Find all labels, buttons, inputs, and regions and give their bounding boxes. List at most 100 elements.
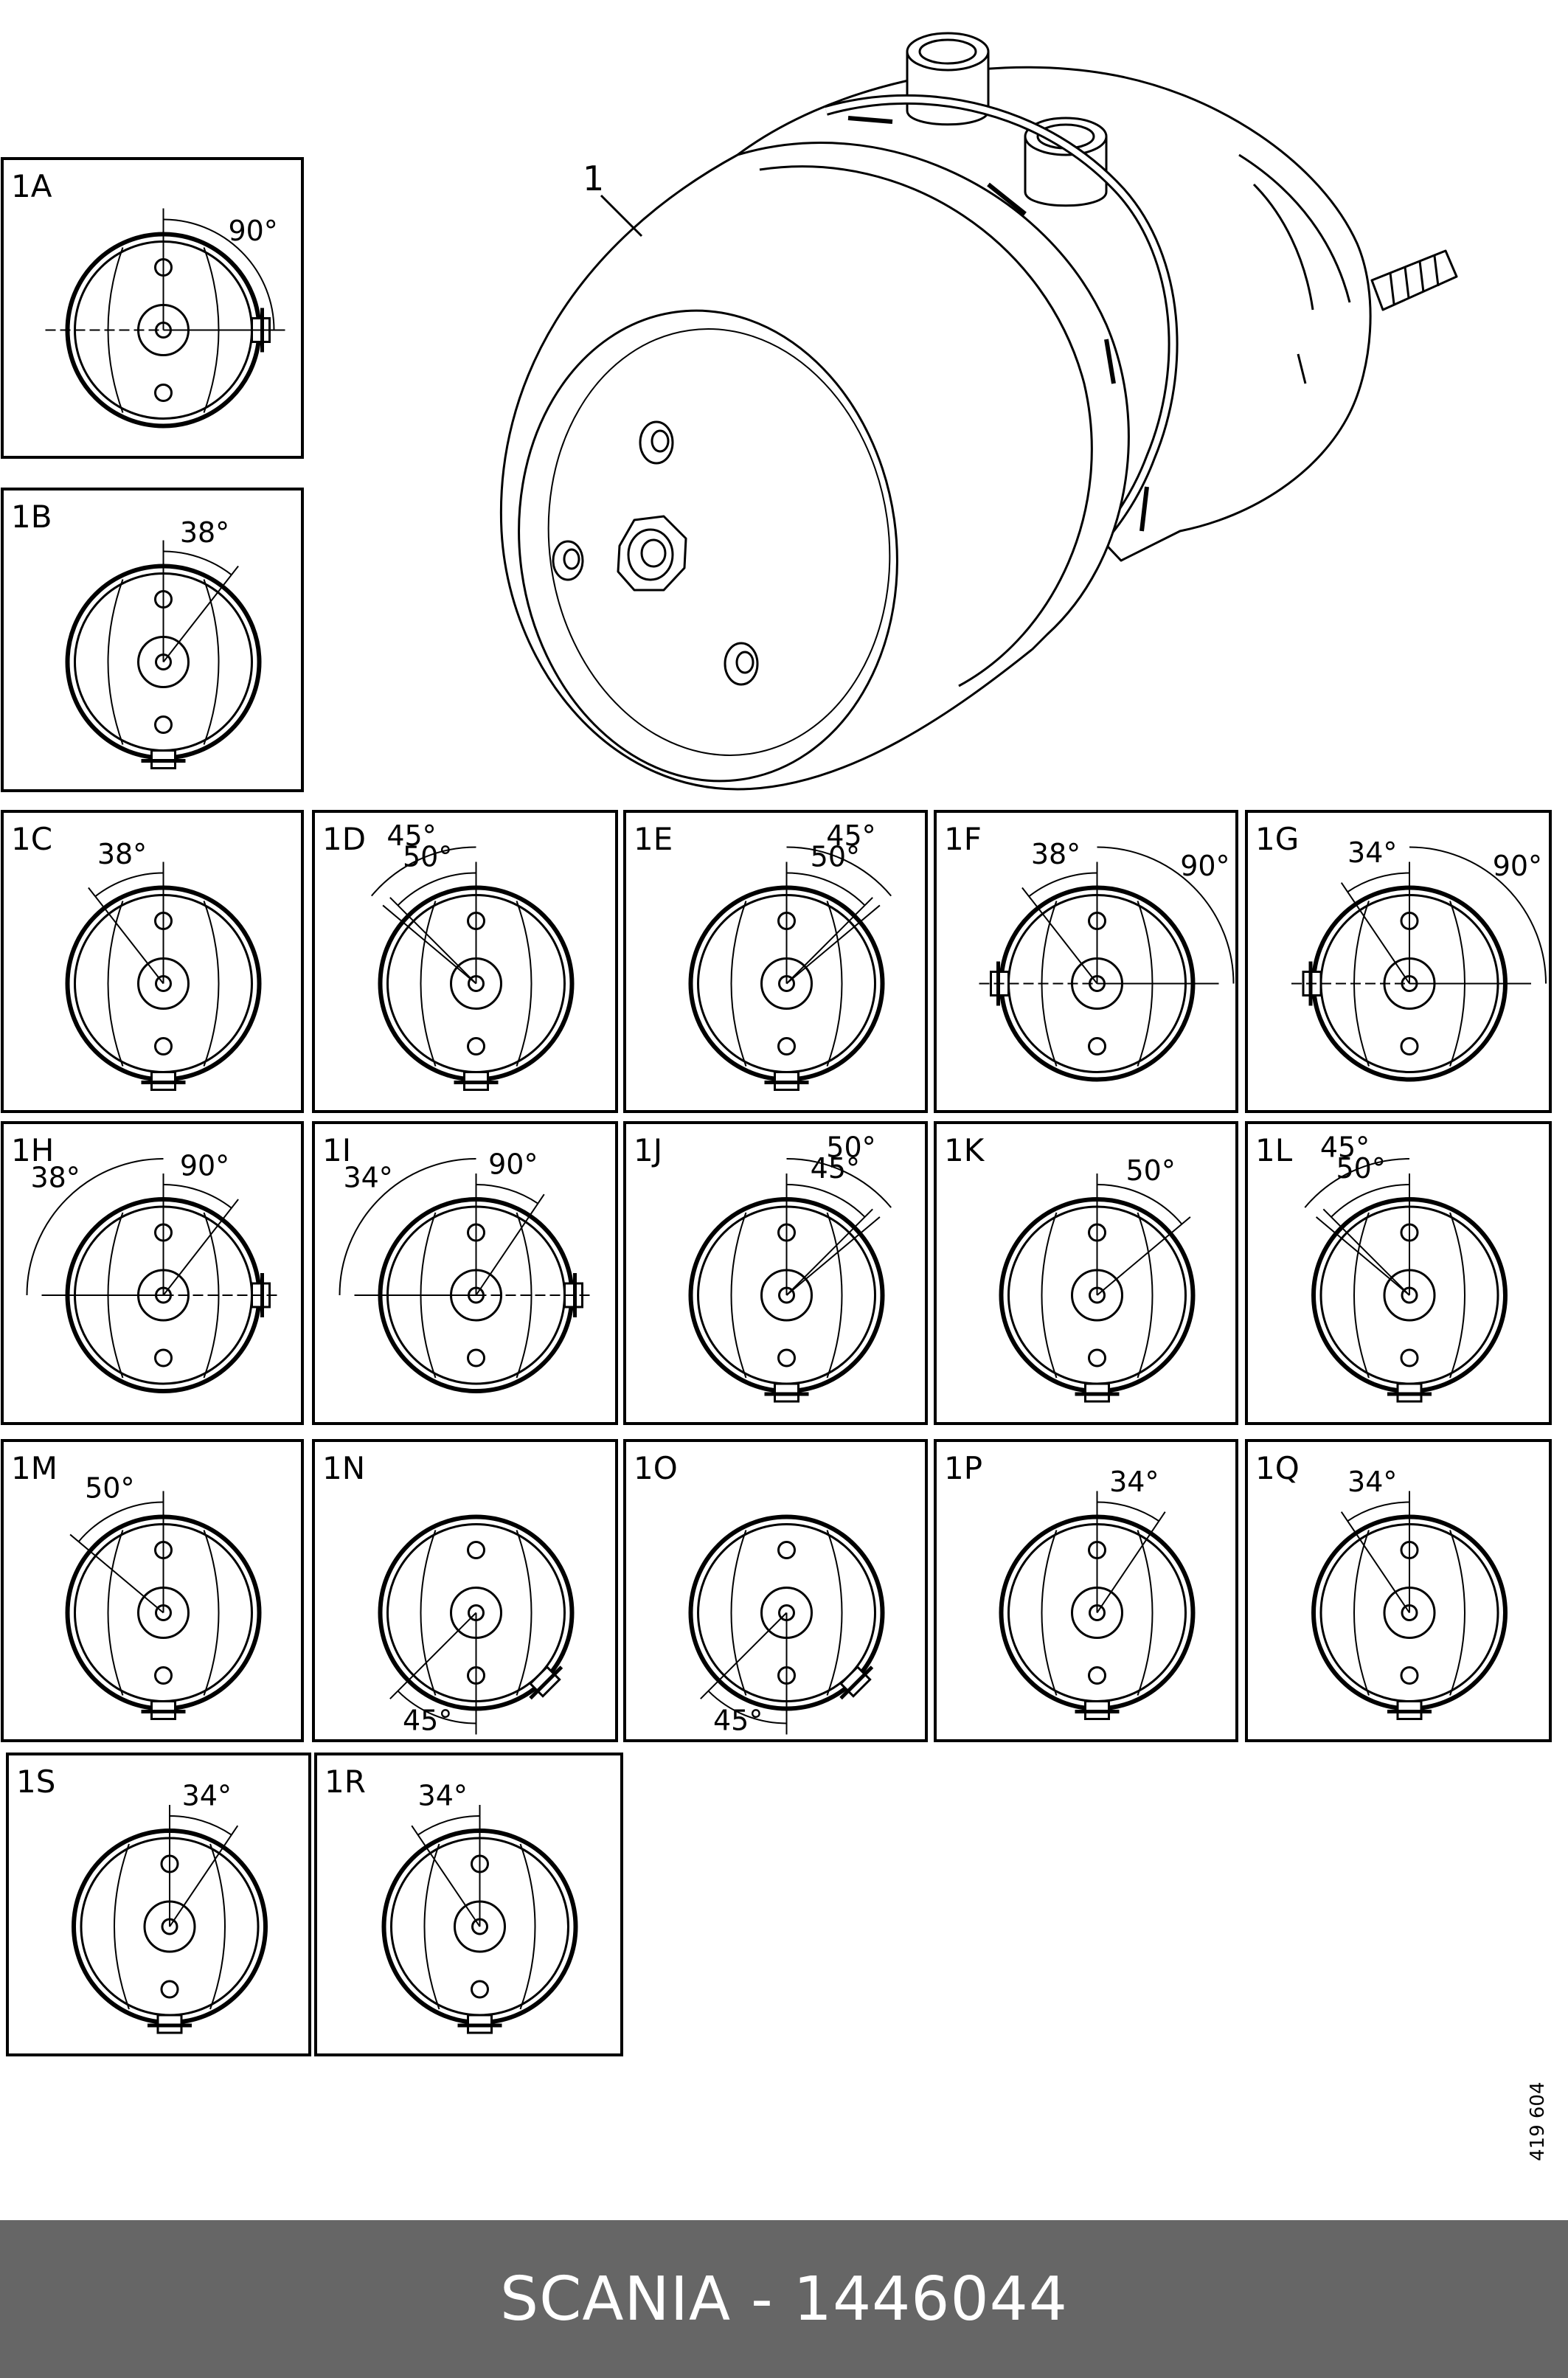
panel-label: 1C (11, 821, 52, 857)
main-label: 1 (583, 159, 604, 198)
panel-label: 1P (944, 1450, 982, 1486)
angle-label: 90° (228, 215, 277, 247)
reference-line (1322, 1208, 1410, 1296)
mounting-hole-bottom (777, 1348, 796, 1367)
clamp-bolt (457, 2014, 502, 2034)
mounting-hole-bottom (154, 1037, 173, 1055)
reference-line (1315, 1216, 1410, 1296)
mounting-hole-bottom (1088, 1348, 1106, 1367)
reference-line (785, 1208, 873, 1296)
reference-line (88, 887, 164, 985)
angle-label: 38° (1031, 838, 1080, 870)
reference-line (700, 1612, 788, 1699)
chamber-contour (730, 1212, 843, 1379)
band-slot-2 (987, 182, 1027, 216)
clamp-bolt (454, 1071, 499, 1091)
angle-label: 90° (180, 1149, 229, 1182)
mounting-hole-bottom (160, 1980, 179, 1999)
angle-arc (476, 1184, 538, 1204)
mounting-hole-bottom (154, 715, 173, 734)
band-slot-1 (847, 116, 893, 124)
angle-arc (786, 1184, 866, 1218)
angle-arc (1304, 1158, 1410, 1208)
angle-label: 38° (30, 1162, 80, 1194)
reference-line (1340, 882, 1410, 985)
chamber-contour (423, 1843, 536, 2010)
centre-nut (617, 515, 687, 592)
rear-housing-ridge-2 (1252, 183, 1314, 311)
clamp-bolt (141, 749, 186, 769)
angle-arc (1331, 1184, 1410, 1218)
angle-arc (786, 1158, 892, 1208)
mounting-hole-bottom (154, 384, 173, 402)
mounting-hole-bottom (777, 1037, 796, 1055)
mounting-hole-bottom (467, 1348, 485, 1367)
angle-label: 50° (811, 841, 860, 873)
panel-label: 1A (11, 168, 52, 204)
chamber-contour (420, 901, 533, 1067)
panel-label: 1D (322, 821, 366, 857)
angle-arc (786, 846, 892, 897)
reference-line (785, 897, 873, 985)
panel-label: 1J (634, 1132, 662, 1168)
chamber-contour (114, 1843, 226, 2010)
reference-line (69, 1533, 164, 1614)
angle-label: 45° (1320, 1131, 1370, 1163)
angle-arc (94, 872, 164, 898)
angle-label: 34° (182, 1780, 232, 1812)
angle-label: 34° (1109, 1466, 1159, 1498)
rear-housing-ridge (1238, 153, 1351, 303)
footer-bar: SCANIA - 1446044 (0, 2220, 1568, 2378)
spring-housing-rim (759, 165, 1093, 687)
reference-line (162, 1199, 239, 1296)
mounting-hole-bottom (154, 1666, 173, 1685)
brake-chamber-illustration (499, 32, 1458, 791)
main-callout: 1 (583, 159, 643, 238)
chamber-contour (1353, 1212, 1465, 1379)
mounting-hole-top (777, 1541, 796, 1559)
clamp-bolt (839, 1665, 874, 1700)
panel-label: 1N (322, 1450, 365, 1486)
chamber-contour (420, 1530, 533, 1696)
panel-1r: 1R 34° (314, 1753, 623, 2056)
reference-line (475, 1193, 545, 1296)
panel-frame (314, 1753, 623, 2056)
angle-label: 34° (418, 1780, 468, 1812)
angle-arc (339, 1158, 476, 1296)
reference-line (389, 897, 477, 985)
panel-label: 1R (325, 1764, 366, 1800)
angle-label: 90° (1493, 850, 1542, 882)
chamber-contour (1041, 1530, 1154, 1696)
angle-label: 50° (1126, 1154, 1176, 1187)
angle-label: 50° (1336, 1152, 1385, 1185)
reference-line (389, 1612, 477, 1699)
panel-label: 1K (944, 1132, 985, 1168)
front-face-inner (547, 328, 891, 756)
chamber-contour (107, 901, 220, 1067)
angle-arc (397, 872, 476, 907)
angle-arc (1097, 1184, 1183, 1225)
panel-1n: 1N 45° (312, 1439, 618, 1742)
panel-label: 1E (634, 821, 673, 857)
reference-line (1096, 1511, 1166, 1614)
face-bolt-1 (639, 420, 674, 465)
angle-label: 90° (1180, 850, 1229, 882)
angle-arc (163, 550, 232, 576)
band-slot-4 (1139, 486, 1149, 532)
angle-arc (1028, 872, 1097, 898)
angle-label: 45° (403, 1704, 452, 1736)
chamber-contour (730, 1530, 843, 1696)
mounting-hole-bottom (1400, 1348, 1419, 1367)
